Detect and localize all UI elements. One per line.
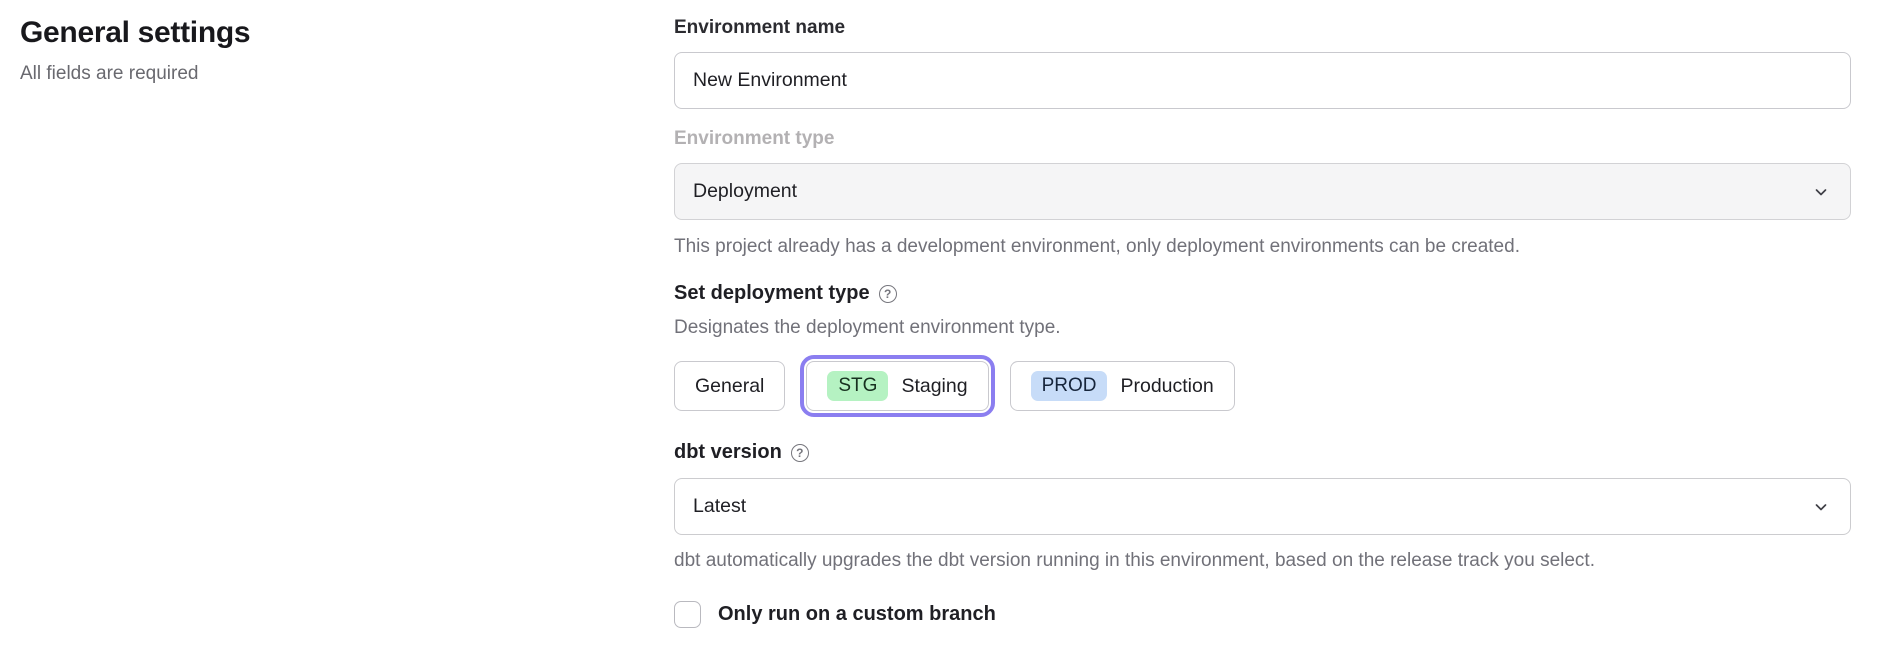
general-settings-form: Environment name Environment type Deploy… (674, 17, 1851, 628)
environment-type-select: Deployment (674, 163, 1851, 220)
dbt-version-helper: dbt automatically upgrades the dbt versi… (674, 550, 1595, 571)
environment-name-label: Environment name (674, 17, 846, 38)
custom-branch-row: Only run on a custom branch (674, 601, 1851, 628)
general-button-label: General (695, 374, 765, 397)
production-button-label: Production (1120, 374, 1214, 397)
help-circle-icon[interactable]: ? (790, 443, 809, 462)
deployment-type-general-button[interactable]: General (674, 361, 786, 411)
dbt-version-select[interactable]: Latest (674, 478, 1851, 535)
deployment-type-options: General STG Staging PROD Production (674, 355, 1851, 417)
production-badge: PROD (1030, 371, 1108, 401)
staging-button-label: Staging (901, 374, 968, 397)
custom-branch-label: Only run on a custom branch (718, 603, 996, 625)
dbt-version-heading-label: dbt version (674, 441, 782, 463)
environment-name-input[interactable] (674, 52, 1851, 109)
deployment-type-production-button[interactable]: PROD Production (1009, 361, 1235, 411)
chevron-down-icon (1815, 188, 1827, 195)
environment-type-helper: This project already has a development e… (674, 236, 1520, 257)
custom-branch-checkbox[interactable] (674, 601, 701, 628)
deployment-type-staging-button[interactable]: STG Staging (800, 355, 995, 417)
deployment-type-heading: Set deployment type ? (674, 282, 1851, 305)
environment-type-label: Environment type (674, 128, 835, 149)
dbt-version-heading: dbt version ? (674, 441, 1851, 464)
page-title: General settings (20, 16, 251, 49)
page-subtitle: All fields are required (20, 63, 199, 84)
deployment-type-heading-label: Set deployment type (674, 282, 870, 304)
settings-intro: General settings All fields are required (20, 16, 640, 85)
dbt-version-value: Latest (693, 495, 747, 517)
staging-badge: STG (827, 371, 889, 401)
environment-type-value: Deployment (693, 180, 798, 202)
help-circle-icon[interactable]: ? (878, 284, 897, 303)
deployment-type-description: Designates the deployment environment ty… (674, 317, 1061, 338)
chevron-down-icon (1815, 503, 1827, 510)
